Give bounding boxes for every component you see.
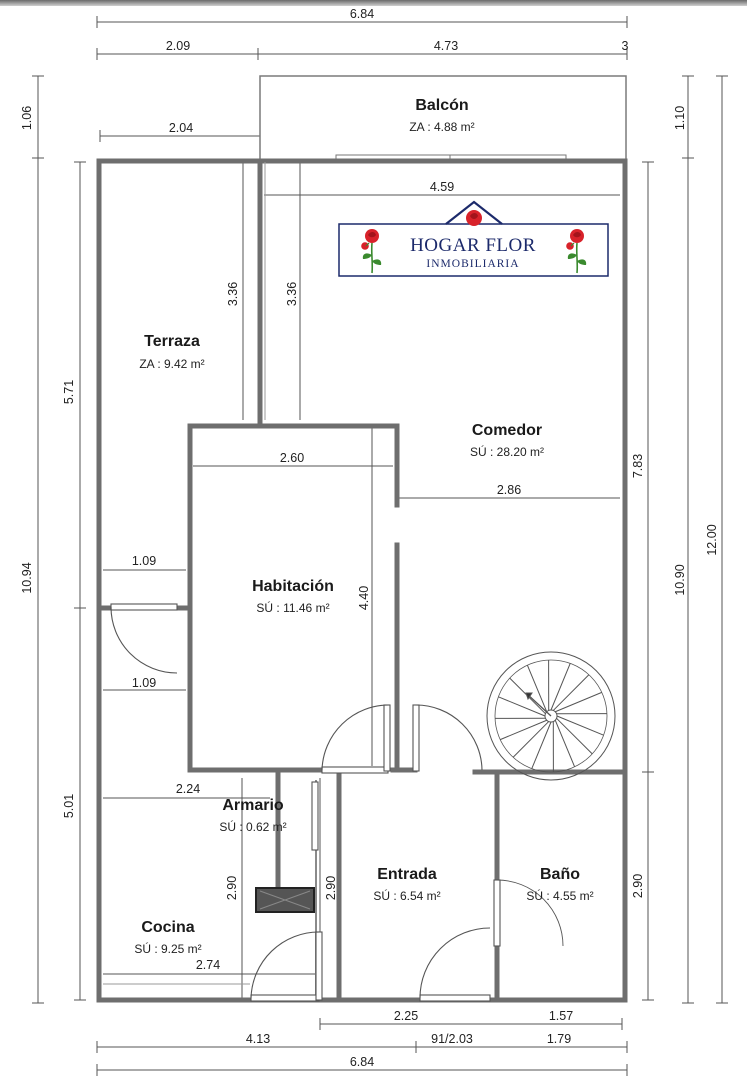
room-cocina-area: SÚ : 9.25 m² [134, 941, 201, 956]
dim-right-mid: 7.83 [631, 454, 645, 478]
stair-tread [554, 720, 576, 767]
walls [96, 158, 628, 1003]
dim-comedor-inner: 2.86 [497, 483, 521, 497]
dimension-lines [32, 16, 728, 1076]
dim-right-top: 1.10 [673, 106, 687, 130]
stair-tread [552, 674, 590, 711]
dim-passage-width-1: 1.09 [132, 554, 156, 568]
dim-top-right: 3 [622, 39, 629, 53]
stair-tread [526, 665, 548, 712]
room-balcon-area: ZA : 4.88 m² [409, 120, 474, 134]
dim-cocina-width: 2.74 [196, 958, 220, 972]
dim-bottom-mid: 91/2.03 [431, 1032, 473, 1046]
room-comedor-area: SÚ : 28.20 m² [470, 444, 544, 459]
dim-entrada-height: 2.90 [324, 876, 338, 900]
dim-passage-width-2: 1.09 [132, 676, 156, 690]
dim-habitacion-height: 4.40 [357, 586, 371, 610]
top-edge-shadow [0, 0, 747, 6]
logo-subtitle: INMOBILIARIA [426, 258, 519, 270]
dim-bano-height: 2.90 [631, 874, 645, 898]
dim-bano-width: 1.57 [549, 1009, 573, 1023]
balcony-outline [259, 75, 627, 161]
dim-right-total: 12.00 [705, 524, 719, 555]
room-entrada-area: SÚ : 6.54 m² [373, 888, 440, 903]
room-comedor-name: Comedor [472, 422, 542, 439]
stair-tread [512, 721, 550, 758]
room-terraza-area: ZA : 9.42 m² [139, 357, 204, 371]
hogar-flor-logo: HOGAR FLOR INMOBILIARIA [338, 200, 609, 277]
stair-tread [498, 696, 546, 717]
dim-left-top: 1.06 [20, 106, 34, 130]
room-habitacion-name: Habitación [252, 578, 334, 595]
dim-top-left: 2.09 [166, 39, 190, 53]
room-bano-name: Baño [540, 866, 580, 883]
dim-left-upper: 5.71 [62, 380, 76, 404]
stair-tread [555, 691, 602, 713]
room-balcon-name: Balcón [415, 97, 468, 114]
doors [110, 603, 564, 1002]
dim-terraza-v2: 3.36 [285, 282, 299, 306]
spiral-staircase [486, 651, 616, 781]
dim-left-full: 10.94 [20, 562, 34, 593]
room-cocina-name: Cocina [141, 919, 194, 936]
dim-comedor-width: 4.59 [430, 180, 454, 194]
logo-house-icon [445, 200, 503, 226]
dim-cocina-height: 2.90 [225, 876, 239, 900]
dim-bottom-left: 4.13 [246, 1032, 270, 1046]
dim-entrada-width: 2.25 [394, 1009, 418, 1023]
dim-cocina-top-width: 2.24 [176, 782, 200, 796]
dim-top-total: 6.84 [350, 7, 374, 21]
dim-bottom-total: 6.84 [350, 1055, 374, 1069]
room-bano-area: SÚ : 4.55 m² [526, 888, 593, 903]
stair-tread [531, 721, 552, 769]
dim-right-full: 10.90 [673, 564, 687, 595]
dim-terraza-v1: 3.36 [226, 282, 240, 306]
room-armario-area: SÚ : 0.62 m² [219, 819, 286, 834]
room-labels: Balcón ZA : 4.88 m² Terraza ZA : 9.42 m²… [134, 97, 593, 956]
logo-name: HOGAR FLOR [410, 235, 536, 256]
stair-tread [550, 663, 571, 711]
stair-tread [556, 715, 604, 736]
room-entrada-name: Entrada [377, 866, 437, 883]
room-habitacion-area: SÚ : 11.46 m² [256, 600, 329, 615]
stair-tread [556, 717, 593, 755]
dim-top-mid: 4.73 [434, 39, 458, 53]
room-terraza-name: Terraza [144, 333, 200, 350]
room-armario-name: Armario [222, 797, 284, 814]
dim-bottom-right: 1.79 [547, 1032, 571, 1046]
dim-left-lower: 5.01 [62, 794, 76, 818]
dim-habitacion-width: 2.60 [280, 451, 304, 465]
appliance-cross [259, 890, 311, 910]
dimension-labels: 6.84 2.09 4.73 3 2.04 4.59 2.60 2.86 1.0… [20, 7, 719, 1069]
dim-terrace-width: 2.04 [169, 121, 193, 135]
stair-tread [500, 719, 547, 741]
